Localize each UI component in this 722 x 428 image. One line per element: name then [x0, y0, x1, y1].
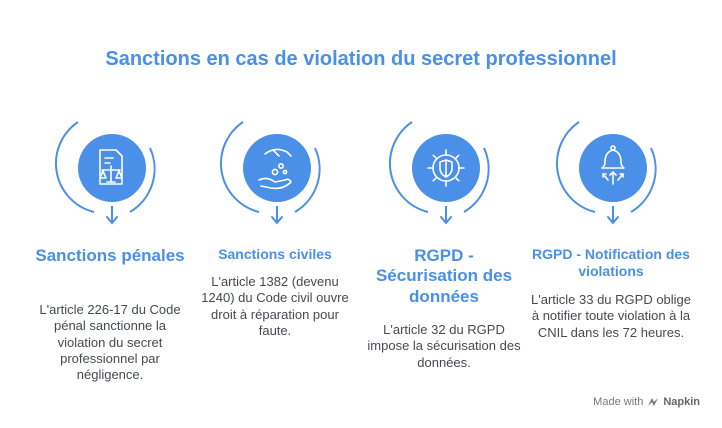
- footer-prefix: Made with: [593, 396, 644, 408]
- step-title: RGPD - Notification des violations: [532, 246, 690, 279]
- footer-brand: Napkin: [663, 396, 700, 408]
- bell-alert-icon: [556, 121, 657, 225]
- page-title: Sanctions en cas de violation du secret …: [105, 48, 617, 70]
- step-title: Sanctions pénales: [35, 246, 185, 265]
- scales-document-icon: [55, 121, 156, 225]
- napkin-logo-icon: [648, 398, 659, 406]
- step-description: L'article 1382 (devenu 1240) du Code civ…: [201, 274, 349, 338]
- hand-coins-icon: [220, 121, 321, 225]
- step-description: L'article 226-17 du Code pénal sanctionn…: [39, 302, 181, 382]
- footer-watermark: Made with Napkin: [593, 396, 700, 408]
- step-description: L'article 33 du RGPD oblige à notifier t…: [531, 292, 692, 340]
- step-title: RGPD - Sécurisation des données: [375, 246, 513, 306]
- step-description: L'article 32 du RGPD impose la sécurisat…: [367, 322, 521, 370]
- step-title: Sanctions civiles: [218, 246, 332, 262]
- gear-shield-icon: [389, 121, 490, 225]
